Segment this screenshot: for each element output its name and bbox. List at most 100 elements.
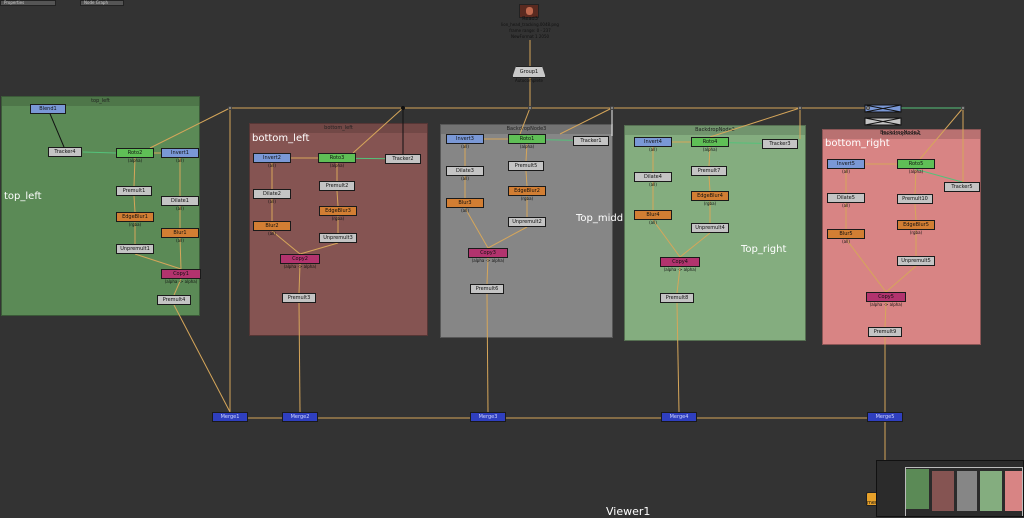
invert-node-channels: (all) [461, 144, 469, 149]
edgeblur-node[interactable]: EdgeBlur2 [508, 186, 546, 196]
roto-node-channels: (alpha) [519, 144, 535, 149]
invert-node-channels: (all) [176, 158, 184, 163]
merge-node[interactable]: Merge4 [661, 412, 697, 422]
dilate-node[interactable]: Dilate3 [446, 166, 484, 176]
invert-node[interactable]: Invert2 [253, 153, 291, 163]
disabled-node-icon[interactable] [864, 104, 902, 126]
edgeblur-node-channels: (rgba) [520, 196, 534, 201]
roto-node[interactable]: Roto3 [318, 153, 356, 163]
dilate-node[interactable]: Dilate2 [253, 189, 291, 199]
blur-node[interactable]: Blur4 [634, 210, 672, 220]
backdrop-label: bottom_right [825, 138, 890, 149]
viewer-node-label[interactable]: Viewer1 [606, 505, 651, 518]
backdrop-node1-label: BackdropNode1 [880, 130, 920, 136]
extra-node[interactable]: Blend1 [30, 104, 66, 114]
group-node-sub: Autocomplete [515, 78, 543, 83]
read-node-name: Read3 [522, 16, 538, 22]
edgeblur-node[interactable]: EdgeBlur4 [691, 191, 729, 201]
merge-node[interactable]: Merge3 [470, 412, 506, 422]
dot-node[interactable] [401, 106, 405, 110]
navigator-minimap[interactable] [876, 460, 1024, 517]
copy-node[interactable]: Copy4 [660, 257, 700, 267]
premult-node[interactable]: Premult1 [116, 186, 152, 196]
premult-out-node[interactable]: Premult8 [660, 293, 694, 303]
pipe [47, 108, 65, 148]
group-node[interactable]: Group1 [512, 66, 546, 78]
copy-node[interactable]: Copy1 [161, 269, 201, 279]
pipe [559, 107, 613, 135]
pipe [149, 107, 231, 149]
dot-node[interactable] [961, 106, 965, 110]
unpremult-node[interactable]: Unpremult5 [897, 256, 935, 266]
tab-node-graph[interactable]: Node Graph [80, 0, 124, 6]
roto-node[interactable]: Roto4 [691, 137, 729, 147]
group-node-name: Group1 [519, 69, 539, 75]
dilate-node-channels: (all) [842, 203, 850, 208]
unpremult-node[interactable]: Unpremult2 [508, 217, 546, 227]
read-node-file: lion_head_tracking.0048.png [501, 22, 559, 27]
copy-node[interactable]: Copy5 [866, 292, 906, 302]
premult-node[interactable]: Premult7 [691, 166, 727, 176]
blur-node[interactable]: Blur3 [446, 198, 484, 208]
copy-node[interactable]: Copy3 [468, 248, 508, 258]
pipe [919, 107, 964, 160]
dilate-node[interactable]: Dilate5 [827, 193, 865, 203]
dot-node[interactable] [228, 106, 232, 110]
edgeblur-node[interactable]: EdgeBlur5 [897, 220, 935, 230]
pipe [486, 293, 489, 413]
merge-node[interactable]: Merge5 [867, 412, 903, 422]
read-node-range: frame range: 0 - 237 [509, 28, 551, 33]
premult-out-node[interactable]: Premult4 [157, 295, 191, 305]
backdrop-top-right[interactable]: BackdropNode2 Top_right [624, 125, 806, 341]
copy-node-channels: (alpha -> alpha) [869, 302, 903, 307]
premult-node[interactable]: Premult5 [508, 161, 544, 171]
tracker-node[interactable]: Tracker5 [944, 182, 980, 192]
backdrop-label: Top_right [741, 244, 787, 255]
merge-node[interactable]: Merge1 [212, 412, 248, 422]
blur-node[interactable]: Blur1 [161, 228, 199, 238]
blur-node[interactable]: Blur5 [827, 229, 865, 239]
dilate-node-channels: (all) [461, 176, 469, 181]
edgeblur-node-channels: (rgba) [128, 222, 142, 227]
premult-node[interactable]: Premult10 [897, 194, 933, 204]
roto-node[interactable]: Roto1 [508, 134, 546, 144]
backdrop-title: BackdropNode1 [823, 130, 980, 139]
tracker-node[interactable]: Tracker3 [762, 139, 798, 149]
roto-node[interactable]: Roto5 [897, 159, 935, 169]
tracker-node[interactable]: Tracker4 [48, 147, 82, 157]
dot-node[interactable] [866, 106, 870, 110]
edgeblur-node-channels: (rgba) [909, 230, 923, 235]
dot-node[interactable] [528, 106, 532, 110]
unpremult-node[interactable]: Unpremult4 [691, 223, 729, 233]
dot-node[interactable] [610, 106, 614, 110]
merge-node[interactable]: Merge2 [282, 412, 318, 422]
invert-node[interactable]: Invert5 [827, 159, 865, 169]
dilate-node[interactable]: Dilate1 [161, 196, 199, 206]
roto-node-channels: (alpha) [329, 163, 345, 168]
invert-node[interactable]: Invert3 [446, 134, 484, 144]
invert-node[interactable]: Invert1 [161, 148, 199, 158]
tracker-node[interactable]: Tracker1 [573, 136, 609, 146]
roto-node[interactable]: Roto2 [116, 148, 154, 158]
pipe [914, 203, 917, 221]
blur-node[interactable]: Blur2 [253, 221, 291, 231]
edgeblur-node[interactable]: EdgeBlur3 [319, 206, 357, 216]
copy-node[interactable]: Copy2 [280, 254, 320, 264]
invert-node[interactable]: Invert4 [634, 137, 672, 147]
edgeblur-node[interactable]: EdgeBlur1 [116, 212, 154, 222]
invert-node-channels: (all) [268, 163, 276, 168]
dilate-node[interactable]: Dilate4 [634, 172, 672, 182]
tracker-node[interactable]: Tracker2 [385, 154, 421, 164]
premult-out-node[interactable]: Premult6 [470, 284, 504, 294]
unpremult-node[interactable]: Unpremult1 [116, 244, 154, 254]
premult-out-node[interactable]: Premult3 [282, 293, 316, 303]
pipe [709, 107, 801, 138]
backdrop-top-left[interactable]: top_left top_left [1, 96, 200, 316]
premult-node[interactable]: Premult2 [319, 181, 355, 191]
dot-node[interactable] [798, 106, 802, 110]
tab-properties[interactable]: Properties [0, 0, 56, 6]
read-node-thumbnail[interactable] [519, 4, 539, 18]
premult-out-node[interactable]: Premult9 [868, 327, 902, 337]
unpremult-node[interactable]: Unpremult3 [319, 233, 357, 243]
pipe [133, 157, 136, 187]
